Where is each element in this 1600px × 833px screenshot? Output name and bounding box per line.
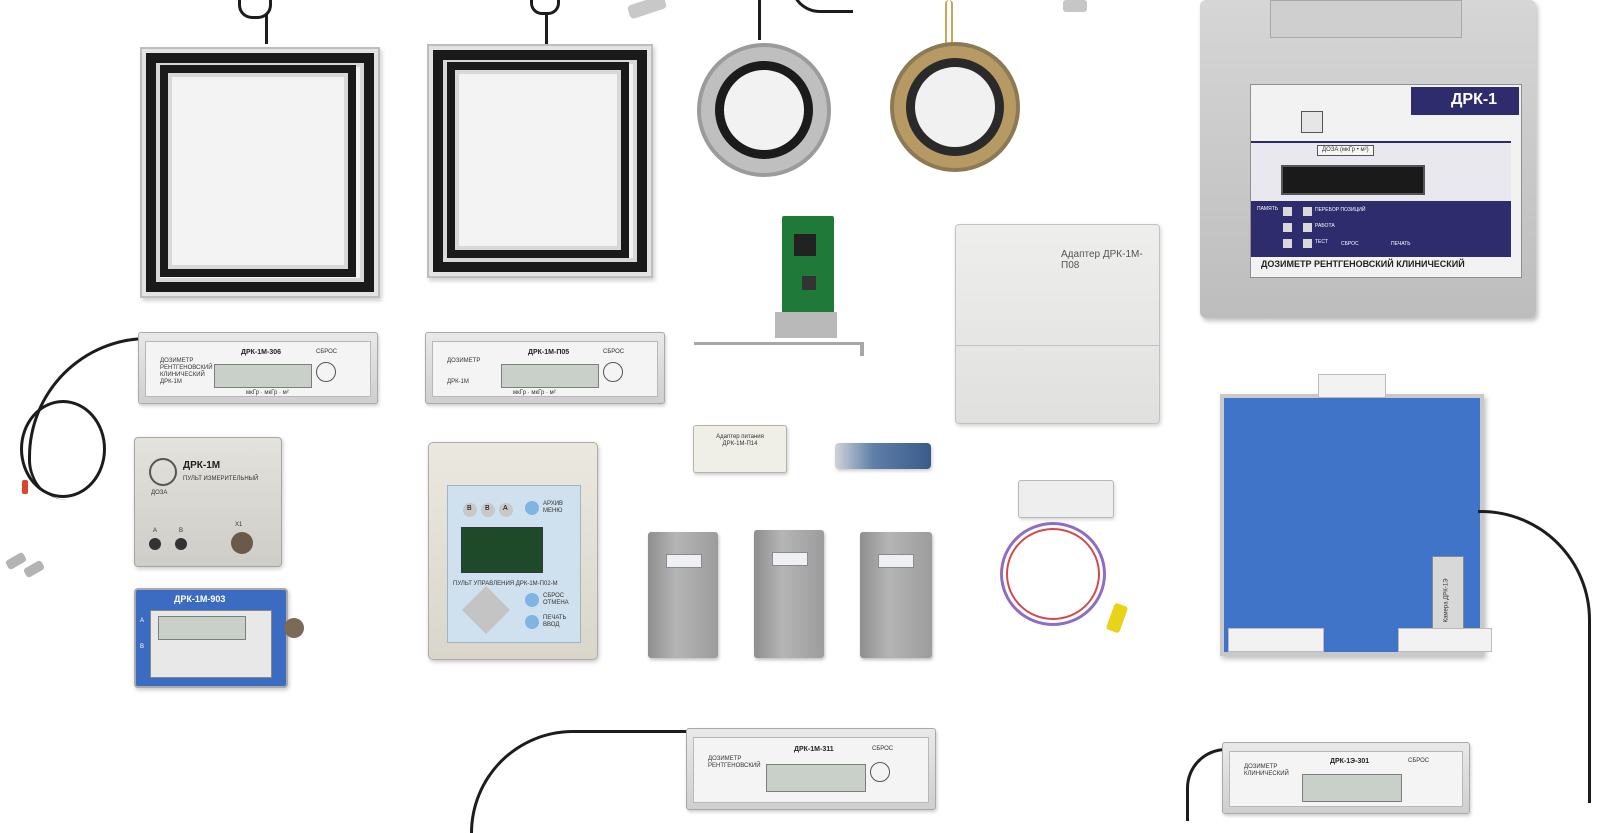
btn-a[interactable]: А <box>499 503 513 517</box>
unit-drk-306: ДОЗИМЕТР РЕНТГЕНОВСКИЙ КЛИНИЧЕСКИЙ ДРК-1… <box>138 332 378 404</box>
unit-311-reset: СБРОС <box>872 746 894 752</box>
yellow-plug <box>1105 602 1129 634</box>
drk1-title: ДРК-1 <box>1451 91 1498 108</box>
port-b-socket <box>175 538 187 550</box>
unit-306-units: мкГр · мкГр · м² <box>246 390 289 396</box>
unit-311-display <box>766 764 866 792</box>
unit-drk-903: ДРК-1М-903 А В <box>134 588 288 688</box>
unit-306-line1: ДОЗИМЕТР <box>160 358 194 364</box>
unit-306-reset: СБРОС <box>316 349 338 355</box>
battery-1 <box>648 532 718 658</box>
drk1-front-panel: ДРК-1 ДОЗА (мкГр • м²) ПАМЯТЬ ПЕРЕБОР ПО… <box>1250 84 1522 278</box>
unit-p05-reset: СБРОС <box>603 349 625 355</box>
unit-306-reset-button[interactable] <box>316 362 336 382</box>
unit-301-display <box>1302 774 1402 802</box>
unit-p05-reset-button[interactable] <box>603 362 623 382</box>
unit-301-line1: ДОЗИМЕТР <box>1244 764 1278 770</box>
radiation-logo-icon <box>149 458 177 486</box>
port-b-label: В <box>179 528 184 534</box>
unit-306-line4: ДРК-1М <box>160 379 182 385</box>
unit-306-line2: РЕНТГЕНОВСКИЙ <box>160 365 213 371</box>
btn-b2[interactable]: В <box>481 503 495 517</box>
pcb-board <box>782 216 834 316</box>
wiring-box <box>1018 480 1114 518</box>
port-a-label: А <box>153 528 158 534</box>
btn-b1[interactable]: В <box>463 503 477 517</box>
unit-306-line3: КЛИНИЧЕСКИЙ <box>160 372 205 378</box>
detector-frame-large-1 <box>140 47 380 298</box>
unit-903-model: ДРК-1М-903 <box>174 594 226 604</box>
measuring-doza: ДОЗА <box>151 490 168 496</box>
unit-p05-line4: ДРК-1М <box>447 379 469 385</box>
unit-306-model: ДРК-1М-306 <box>241 349 281 356</box>
measuring-console: ДРК-1М ПУЛЬТ ИЗМЕРИТЕЛЬНЫЙ ДОЗА А В Х1 <box>134 437 282 567</box>
unit-p05-display <box>501 364 599 388</box>
unit-311-model: ДРК-1М-311 <box>794 746 834 753</box>
port-x1-socket <box>231 532 253 554</box>
print-enter-button[interactable] <box>525 615 539 629</box>
drk1-dose-label: ДОЗА (мкГр • м²) <box>1317 145 1374 156</box>
battery-3 <box>860 532 932 658</box>
unit-drk-301: ДОЗИМЕТР КЛИНИЧЕСКИЙ ДРК-1Э-301 СБРОС <box>1222 742 1470 814</box>
print-enter-label: ПЕЧАТЬ ВВОД <box>543 615 567 628</box>
archive-menu-button[interactable] <box>525 501 539 515</box>
drk1-work-label: РАБОТА <box>1315 223 1335 229</box>
pcb-bracket-rail <box>694 342 864 345</box>
drk1-console: ДРК-1 ДОЗА (мкГр • м²) ПАМЯТЬ ПЕРЕБОР ПО… <box>1200 0 1536 318</box>
detector-frame-large-2 <box>427 44 653 278</box>
bottom-cable-left <box>470 730 693 833</box>
pcb-bracket <box>775 312 837 338</box>
unit-p05-line1: ДОЗИМЕТР <box>447 358 481 364</box>
adapter-p08: Адаптер ДРК-1М-П08 <box>955 224 1160 424</box>
unit-903-connector <box>284 618 304 638</box>
drk1-print-label: ПЕЧАТЬ <box>1391 241 1411 247</box>
detector-cable <box>1478 510 1591 803</box>
drk1-browse-label: ПЕРЕБОР ПОЗИЦИЙ <box>1315 207 1366 213</box>
unit-311-reset-button[interactable] <box>870 762 890 782</box>
control-panel: В В А АРХИВ МЕНЮ ПУЛЬТ УПРАВЛЕНИЯ ДРК-1М… <box>428 442 598 660</box>
usb-stick <box>835 443 931 469</box>
drk1-reset-label: СБРОС <box>1341 241 1359 247</box>
unit-301-line3: КЛИНИЧЕСКИЙ <box>1244 771 1289 777</box>
unit-903-a: А <box>140 618 145 624</box>
drk1-test-label: ТЕСТ <box>1315 239 1328 245</box>
port-x1-label: Х1 <box>235 522 243 528</box>
unit-p05-model: ДРК-1М-П05 <box>528 349 570 356</box>
unit-311-line2: РЕНТГЕНОВСКИЙ <box>708 763 761 769</box>
wiring-loop <box>1000 522 1106 626</box>
battery-2 <box>754 530 824 658</box>
round-chamber-1 <box>697 43 831 177</box>
unit-301-reset: СБРОС <box>1408 758 1430 764</box>
coil-cable-connectors <box>4 550 52 586</box>
unit-903-display <box>158 616 246 640</box>
reset-cancel-label: СБРОС ОТМЕНА <box>543 593 569 606</box>
power-adapter-p14: Адаптер питания ДРК-1М-П14 <box>693 425 787 473</box>
drk1-bottom-label: ДОЗИМЕТР РЕНТГЕНОВСКИЙ КЛИНИЧЕСКИЙ <box>1261 259 1465 269</box>
measuring-sub: ПУЛЬТ ИЗМЕРИТЕЛЬНЫЙ <box>183 476 259 482</box>
unit-p05-units: мкГр · мкГр · м² <box>513 390 556 396</box>
archive-menu-label: АРХИВ МЕНЮ <box>543 501 564 514</box>
unit-drk-p05: ДОЗИМЕТР ДРК-1М ДРК-1М-П05 мкГр · мкГр ·… <box>425 332 665 404</box>
port-a-socket <box>149 538 161 550</box>
measuring-title: ДРК-1М <box>183 460 221 471</box>
drk1-memory-label: ПАМЯТЬ <box>1257 206 1279 212</box>
blue-flat-detector: Камера ДРК-1Э <box>1220 394 1484 656</box>
drk1-display <box>1281 165 1425 195</box>
reset-cancel-button[interactable] <box>525 593 539 607</box>
control-panel-title: ПУЛЬТ УПРАВЛЕНИЯ ДРК-1М-П02-М <box>453 581 558 587</box>
adapter-p08-label: Адаптер ДРК-1М-П08 <box>1061 249 1143 271</box>
unit-306-display <box>214 364 312 388</box>
power-adapter-label: Адаптер питания ДРК-1М-П14 <box>716 434 764 447</box>
control-panel-display <box>461 527 543 573</box>
top-cables <box>0 0 1600 50</box>
round-chamber-2 <box>890 42 1020 172</box>
unit-301-model: ДРК-1Э-301 <box>1330 758 1370 765</box>
unit-drk-311: ДОЗИМЕТР РЕНТГЕНОВСКИЙ ДРК-1М-311 СБРОС <box>686 728 936 810</box>
unit-903-b: В <box>140 644 145 650</box>
unit-311-line1: ДОЗИМЕТР <box>708 756 742 762</box>
